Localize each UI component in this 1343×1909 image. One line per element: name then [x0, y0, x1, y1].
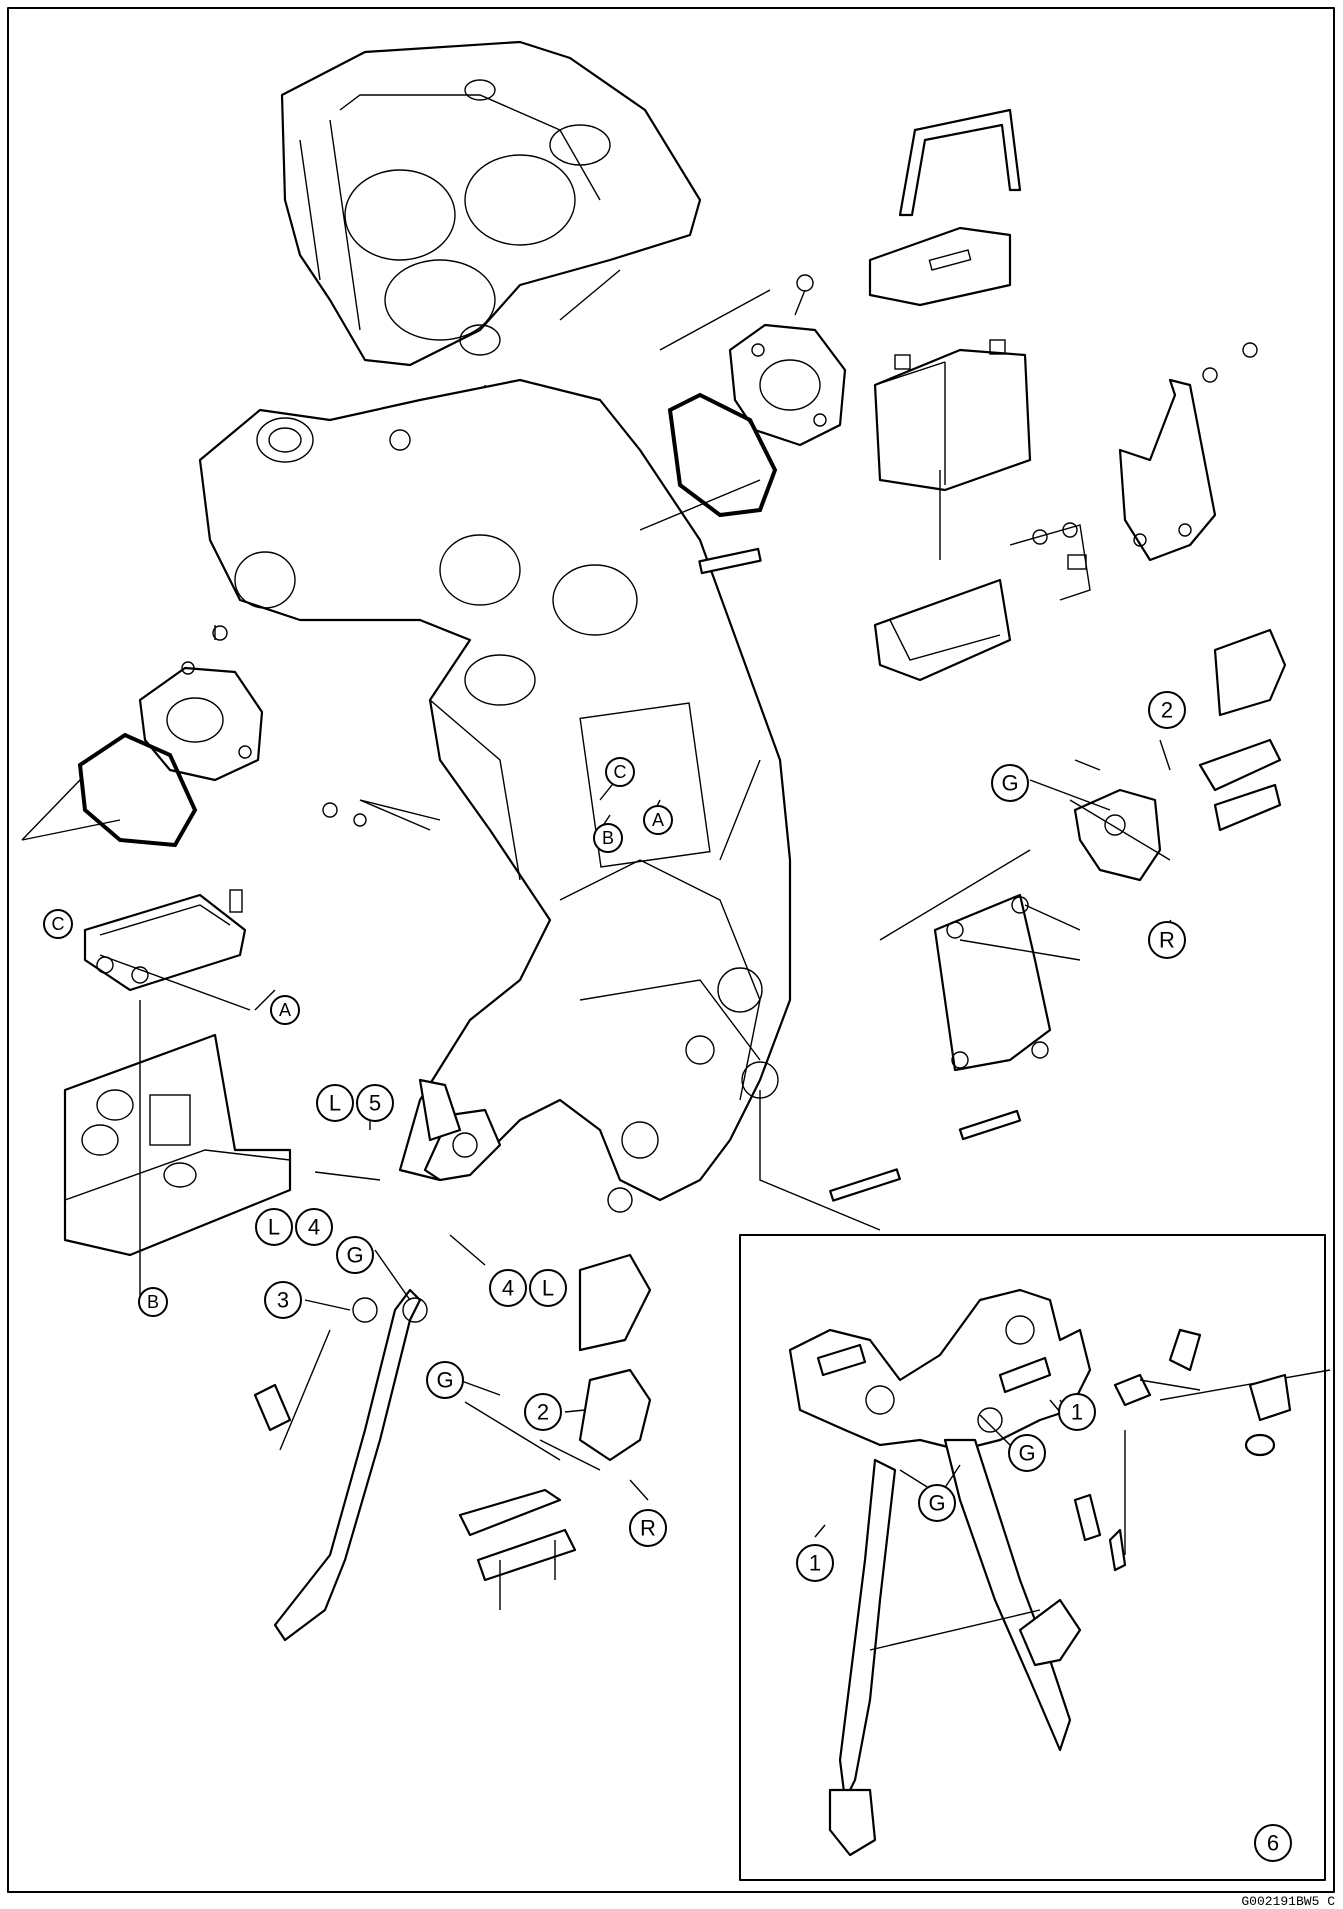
callout-2-left-footpeg: 2	[524, 1393, 562, 1431]
callout-B-frame: B	[593, 823, 623, 853]
main-frame-part	[198, 378, 792, 1213]
callout-L-bolt-4b: L	[529, 1269, 567, 1307]
callout-2-right-footpeg: 2	[1148, 691, 1186, 729]
svg-text:C: C	[614, 762, 627, 782]
diagram-code: G002191BW5 C	[1241, 1894, 1335, 1909]
callout-L-bolt-5: L	[316, 1084, 354, 1122]
svg-text:R: R	[1159, 928, 1175, 953]
callout-G-side-stand: G	[336, 1236, 374, 1274]
right-side-cover-part	[933, 893, 1081, 1072]
svg-text:1: 1	[1071, 1400, 1083, 1425]
callout-R-left-footpeg: R	[629, 1509, 667, 1547]
battery-strap-part	[898, 108, 1022, 217]
center-stand-assembly-part	[788, 1288, 1331, 1857]
svg-text:G: G	[1001, 771, 1018, 796]
callout-R-right-footpeg: R	[1148, 921, 1186, 959]
top-cover-part	[280, 40, 702, 560]
svg-text:C: C	[52, 914, 65, 934]
outer-border	[7, 7, 1335, 1893]
svg-text:G: G	[346, 1243, 363, 1268]
svg-text:L: L	[542, 1276, 554, 1301]
callout-4-bolt-a: 4	[295, 1208, 333, 1246]
battery-case-part	[873, 522, 1091, 682]
right-intake-cover-part	[667, 274, 847, 518]
svg-text:B: B	[147, 1292, 159, 1312]
side-stand-bracket-part	[418, 1078, 502, 1182]
callout-C-battery-holder: C	[43, 909, 73, 939]
svg-text:L: L	[268, 1215, 280, 1240]
callout-1-center-stand-right: 1	[1058, 1393, 1096, 1431]
svg-text:A: A	[652, 810, 664, 830]
rear-pin-part	[958, 1109, 1022, 1141]
svg-text:2: 2	[537, 1400, 549, 1425]
svg-text:G: G	[1018, 1441, 1035, 1466]
svg-text:2: 2	[1161, 698, 1173, 723]
callout-G-center-stand-right: G	[1008, 1434, 1046, 1472]
callout-1-center-stand-left: 1	[796, 1544, 834, 1582]
battery-cover-part	[868, 226, 1012, 307]
battery-holder-part	[83, 889, 247, 992]
callout-G-center-stand-pivot: G	[918, 1484, 956, 1522]
callout-6-center-stand: 6	[1254, 1824, 1292, 1862]
callout-G-right-footpeg: G	[991, 764, 1029, 802]
svg-text:3: 3	[277, 1288, 289, 1313]
callout-5-bolt: 5	[356, 1084, 394, 1122]
svg-text:5: 5	[369, 1091, 381, 1116]
undertray-part	[63, 1033, 292, 1257]
svg-text:G: G	[436, 1368, 453, 1393]
svg-text:G: G	[928, 1491, 945, 1516]
left-footpeg-bracket-part	[458, 1253, 652, 1610]
right-footpeg-bracket-part	[1069, 628, 1287, 882]
svg-text:A: A	[279, 1000, 291, 1020]
dowel-pin	[698, 547, 762, 575]
callout-4-bolt-b: 4	[489, 1269, 527, 1307]
callout-3-side-stand-bolt: 3	[264, 1281, 302, 1319]
svg-text:R: R	[640, 1516, 656, 1541]
side-stand-part	[253, 1288, 428, 1642]
svg-text:6: 6	[1267, 1831, 1279, 1856]
callout-A-battery-holder: A	[270, 995, 300, 1025]
svg-text:4: 4	[502, 1276, 514, 1301]
callout-L-bolt-4a: L	[255, 1208, 293, 1246]
left-intake-cover-part	[21, 625, 264, 848]
callout-C-frame: C	[605, 757, 635, 787]
callout-A-frame: A	[643, 805, 673, 835]
rear-upper-bracket-part	[1118, 342, 1258, 562]
svg-text:4: 4	[308, 1215, 320, 1240]
lower-pin-part	[829, 1168, 901, 1202]
svg-text:1: 1	[809, 1551, 821, 1576]
svg-text:L: L	[329, 1091, 341, 1116]
battery-part	[873, 339, 1032, 560]
callout-G-left-footpeg: G	[426, 1361, 464, 1399]
center-stand-inset-border	[739, 1234, 1326, 1881]
svg-text:B: B	[602, 828, 614, 848]
callout-B-undertray: B	[138, 1287, 168, 1317]
